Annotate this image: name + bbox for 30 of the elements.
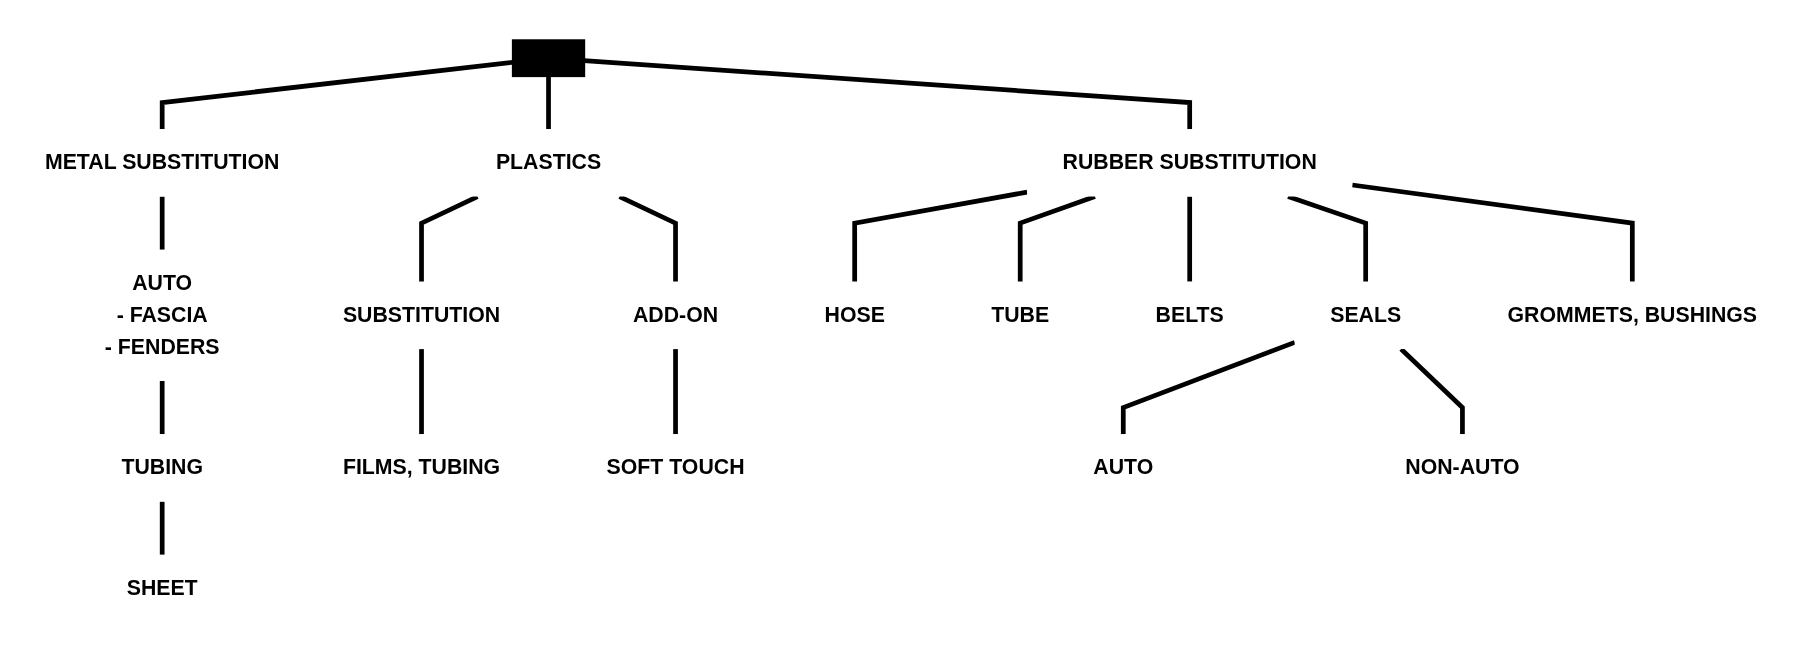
node-text: SOFT TOUCH (606, 455, 745, 479)
node-text: SHEET (126, 575, 198, 600)
node-text: FILMS, TUBING (342, 455, 501, 479)
node-text: METAL SUBSTITUTION (44, 150, 280, 174)
connector (852, 189, 1028, 282)
node-text: NON-AUTO (1405, 455, 1520, 479)
connector (159, 380, 165, 434)
node-text: AUTO (1093, 455, 1154, 479)
node-text: SEALS (1330, 302, 1402, 327)
connector (1351, 182, 1635, 282)
node-bar (511, 38, 586, 77)
connector (159, 196, 165, 250)
node-text: TUBING (121, 455, 203, 479)
node-text: HOSE (824, 302, 885, 327)
connector (1187, 196, 1193, 282)
connector (546, 75, 551, 129)
connector (159, 501, 165, 555)
connector (419, 348, 424, 434)
node-text: BELTS (1155, 302, 1224, 327)
node-text: ADD-ON (632, 302, 719, 327)
node-text: SUBSTITUTION (342, 302, 501, 327)
connector (673, 348, 678, 434)
node-text: TUBE (991, 302, 1050, 327)
connector (1120, 339, 1296, 434)
connector (159, 59, 514, 129)
node-text: PLASTICS (495, 150, 602, 174)
node-text: GROMMETS, BUSHINGS (1507, 302, 1758, 327)
node-text: RUBBER SUBSTITUTION (1062, 150, 1317, 174)
connector (1399, 347, 1465, 434)
node-text: AUTO - FASCIA - FENDERS (104, 270, 220, 359)
